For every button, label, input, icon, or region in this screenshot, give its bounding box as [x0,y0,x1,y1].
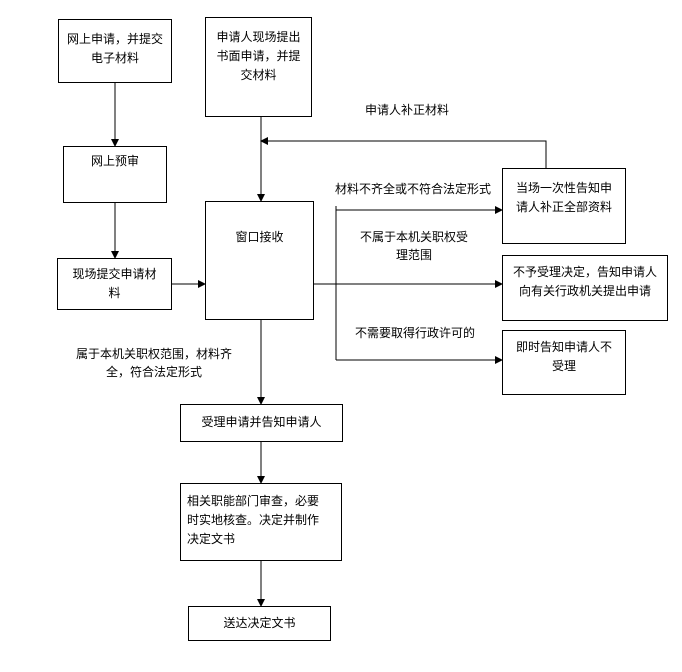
in-scope-line1: 属于本机关职权范围，材料齐 [75,347,232,361]
out-of-scope-label: 不属于本机关职权受 理范围 [360,228,468,264]
onsite-paper-line3: 交材料 [240,68,277,82]
not-accept-decision-box: 不予受理决定，告知申请人 向有关行政机关提出申请 [502,255,668,321]
online-apply-line2: 电子材料 [90,51,139,65]
arrow-supplement-return [260,137,547,168]
accept-notify-box: 受理申请并告知申请人 [180,404,343,442]
department-review-line2: 时实地核查。决定并制作 [187,513,320,527]
deliver-label: 送达决定文书 [223,616,296,630]
notify-not-accept-line2: 受理 [551,359,576,373]
onsite-submit-box: 现场提交申请材 料 [57,258,172,310]
onsite-paper-box: 申请人现场提出 书面申请，并提 交材料 [205,17,312,117]
onsite-submit-line2: 料 [108,286,121,300]
onsite-paper-line2: 书面申请，并提 [216,49,301,63]
notify-not-accept-line1: 即时告知申请人不 [515,340,612,354]
department-review-line3: 决定文书 [187,532,236,546]
online-review-box: 网上预审 [63,146,167,203]
notify-supplement-box: 当场一次性告知申 请人补正全部资料 [502,168,626,244]
supplement-return-label: 申请人补正材料 [365,103,450,117]
window-receive-label: 窗口接收 [235,230,284,244]
deliver-box: 送达决定文书 [188,606,331,641]
in-scope-line2: 全，符合法定形式 [105,365,202,379]
onsite-submit-line1: 现场提交申请材 [72,267,157,281]
window-receive-box: 窗口接收 [205,201,314,320]
out-of-scope-line2: 理范围 [396,248,433,262]
not-accept-line2: 向有关行政机关提出申请 [518,284,651,298]
no-permit-needed-label: 不需要取得行政许可的 [355,326,476,340]
out-of-scope-line1: 不属于本机关职权受 [360,230,469,244]
department-review-line1: 相关职能部门审查，必要 [187,494,320,508]
online-apply-box: 网上申请，并提交 电子材料 [58,19,172,83]
online-apply-line1: 网上申请，并提交 [67,32,164,46]
onsite-paper-line1: 申请人现场提出 [216,30,301,44]
notify-supplement-line1: 当场一次性告知申 [515,181,612,195]
not-accept-line1: 不予受理决定，告知申请人 [512,265,657,279]
in-scope-label: 属于本机关职权范围，材料齐 全，符合法定形式 [70,345,238,381]
notify-not-accept-box: 即时告知申请人不 受理 [502,330,626,395]
notify-supplement-line2: 请人补正全部资料 [515,200,612,214]
department-review-box: 相关职能部门审查，必要 时实地核查。决定并制作 决定文书 [180,483,342,561]
online-review-label: 网上预审 [90,154,139,168]
accept-notify-label: 受理申请并告知申请人 [201,415,322,429]
incomplete-label: 材料不齐全或不符合法定形式 [335,182,492,196]
